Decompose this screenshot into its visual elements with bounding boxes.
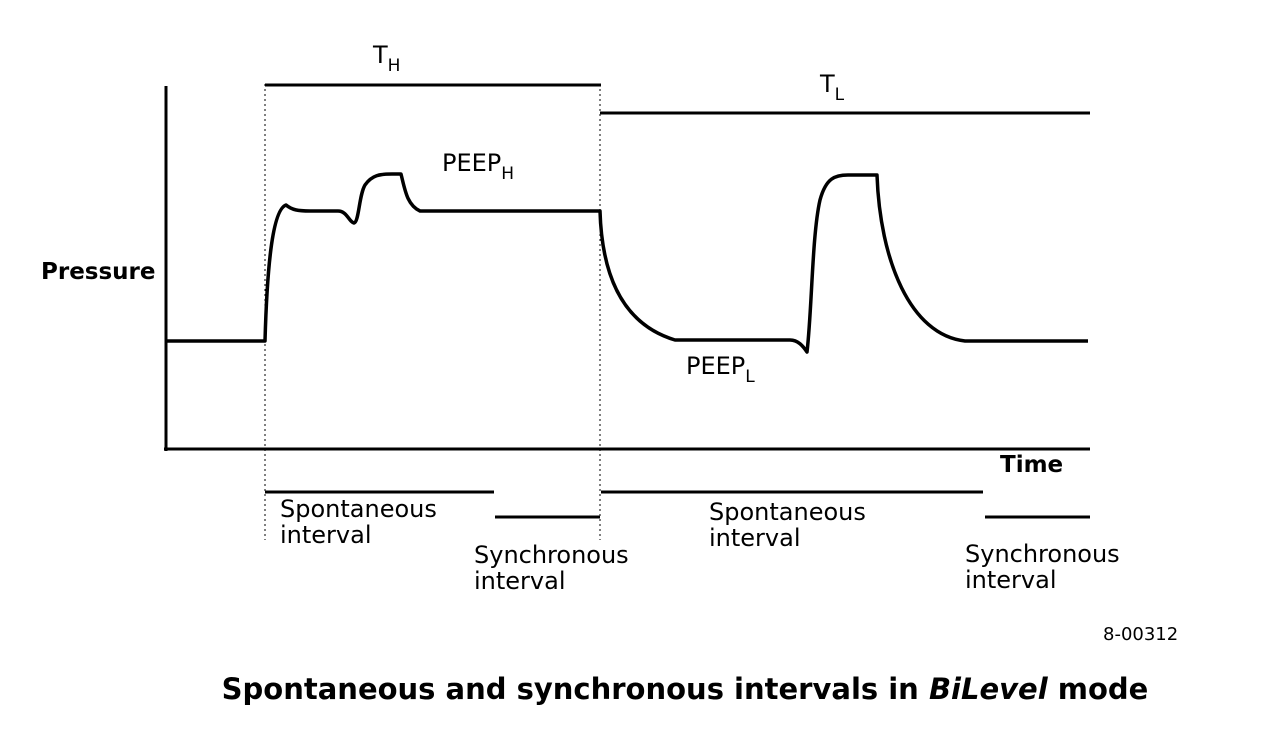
interval-line1: Synchronous xyxy=(474,541,629,569)
spontaneous-interval-label-1: Spontaneous interval xyxy=(280,495,445,549)
synchronous-interval-label-1: Synchronous interval xyxy=(474,541,636,595)
figure-id: 8-00312 xyxy=(1103,624,1178,645)
caption-before: Spontaneous and synchronous intervals in xyxy=(221,672,929,706)
pressure-label: Pressure xyxy=(41,259,156,285)
interval-line2: interval xyxy=(280,521,372,549)
peep-high-main: PEEP xyxy=(442,149,501,177)
time-label: Time xyxy=(1000,452,1063,478)
pressure-waveform xyxy=(166,172,1088,354)
caption-emphasis: BiLevel xyxy=(928,672,1048,706)
t-high-sub: H xyxy=(388,56,401,76)
interval-line2: interval xyxy=(965,566,1057,594)
t-low-main: T xyxy=(819,70,835,98)
t-high-label: TH xyxy=(372,41,400,76)
t-low-label: TL xyxy=(819,70,845,105)
peep-high-sub: H xyxy=(501,164,514,184)
t-low-sub: L xyxy=(835,85,845,105)
interval-line1: Spontaneous xyxy=(709,498,866,526)
interval-line1: Spontaneous xyxy=(280,495,437,523)
caption-after: mode xyxy=(1047,672,1149,706)
synchronous-interval-label-2: Synchronous interval xyxy=(965,540,1127,594)
t-high-main: T xyxy=(372,41,388,69)
peep-low-sub: L xyxy=(745,367,755,387)
peep-high-label: PEEPH xyxy=(442,149,514,184)
interval-line2: interval xyxy=(474,567,566,595)
interval-line1: Synchronous xyxy=(965,540,1120,568)
peep-low-main: PEEP xyxy=(686,352,745,380)
spontaneous-interval-label-2: Spontaneous interval xyxy=(709,498,874,552)
peep-low-label: PEEPL xyxy=(686,352,755,387)
figure-caption: Spontaneous and synchronous intervals in… xyxy=(0,672,1264,706)
interval-line2: interval xyxy=(709,524,801,552)
